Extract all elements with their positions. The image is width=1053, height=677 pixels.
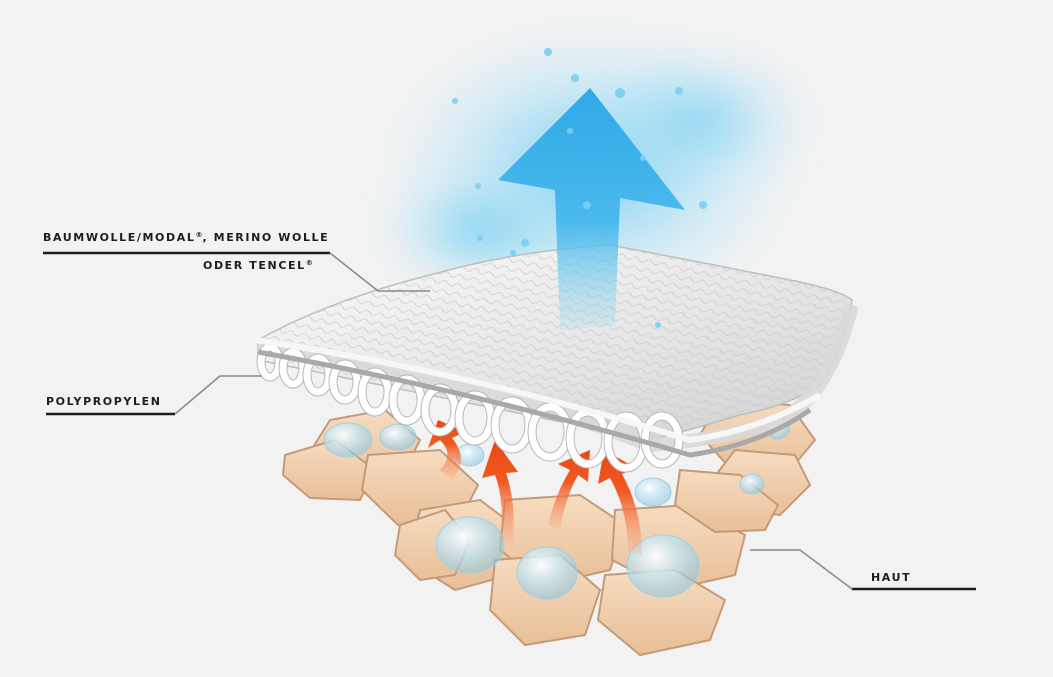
label-fabric-line2: ODER TENCEL® — [203, 259, 313, 272]
fabric-layer — [257, 244, 859, 453]
up-arrow-icon — [498, 88, 685, 330]
label-polypropylen: POLYPROPYLEN — [46, 395, 162, 408]
droplet-icon — [323, 416, 790, 600]
label-fabric-line1: BAUMWOLLE/MODAL®, MERINO WOLLE — [43, 231, 330, 244]
label-haut: HAUT — [871, 571, 912, 584]
leader-lines — [43, 251, 976, 591]
vapor-bubbles — [452, 48, 707, 328]
polypropylen-loops — [254, 337, 822, 473]
